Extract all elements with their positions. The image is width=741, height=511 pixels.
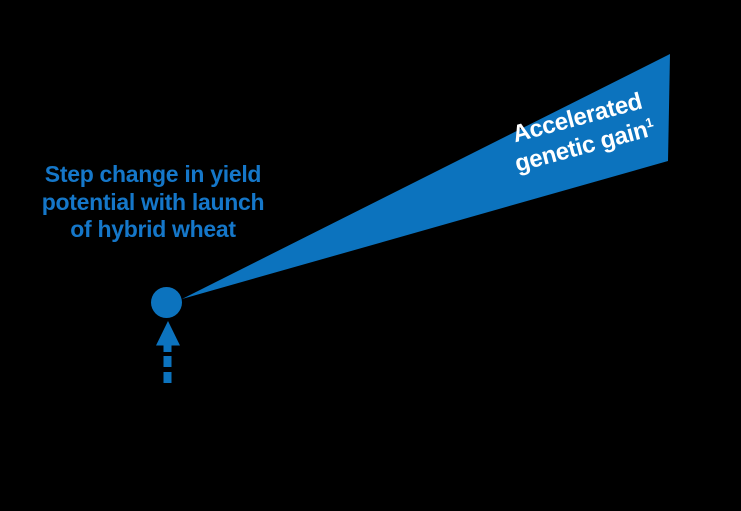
caption-step-change: Step change in yield potential with laun… xyxy=(30,161,276,244)
caption-line-1: Step change in yield xyxy=(44,161,262,187)
arrow-dash xyxy=(163,345,172,352)
growth-wedge-shape xyxy=(182,54,670,299)
arrow-head xyxy=(156,321,180,346)
launch-dot-icon xyxy=(151,287,182,318)
arrow-dash xyxy=(163,372,172,383)
caption-line-2: potential with launch xyxy=(41,188,265,215)
dashed-up-arrow-icon xyxy=(156,321,180,383)
caption-line-3: of hybrid wheat xyxy=(70,216,236,242)
arrow-dash xyxy=(163,356,172,367)
